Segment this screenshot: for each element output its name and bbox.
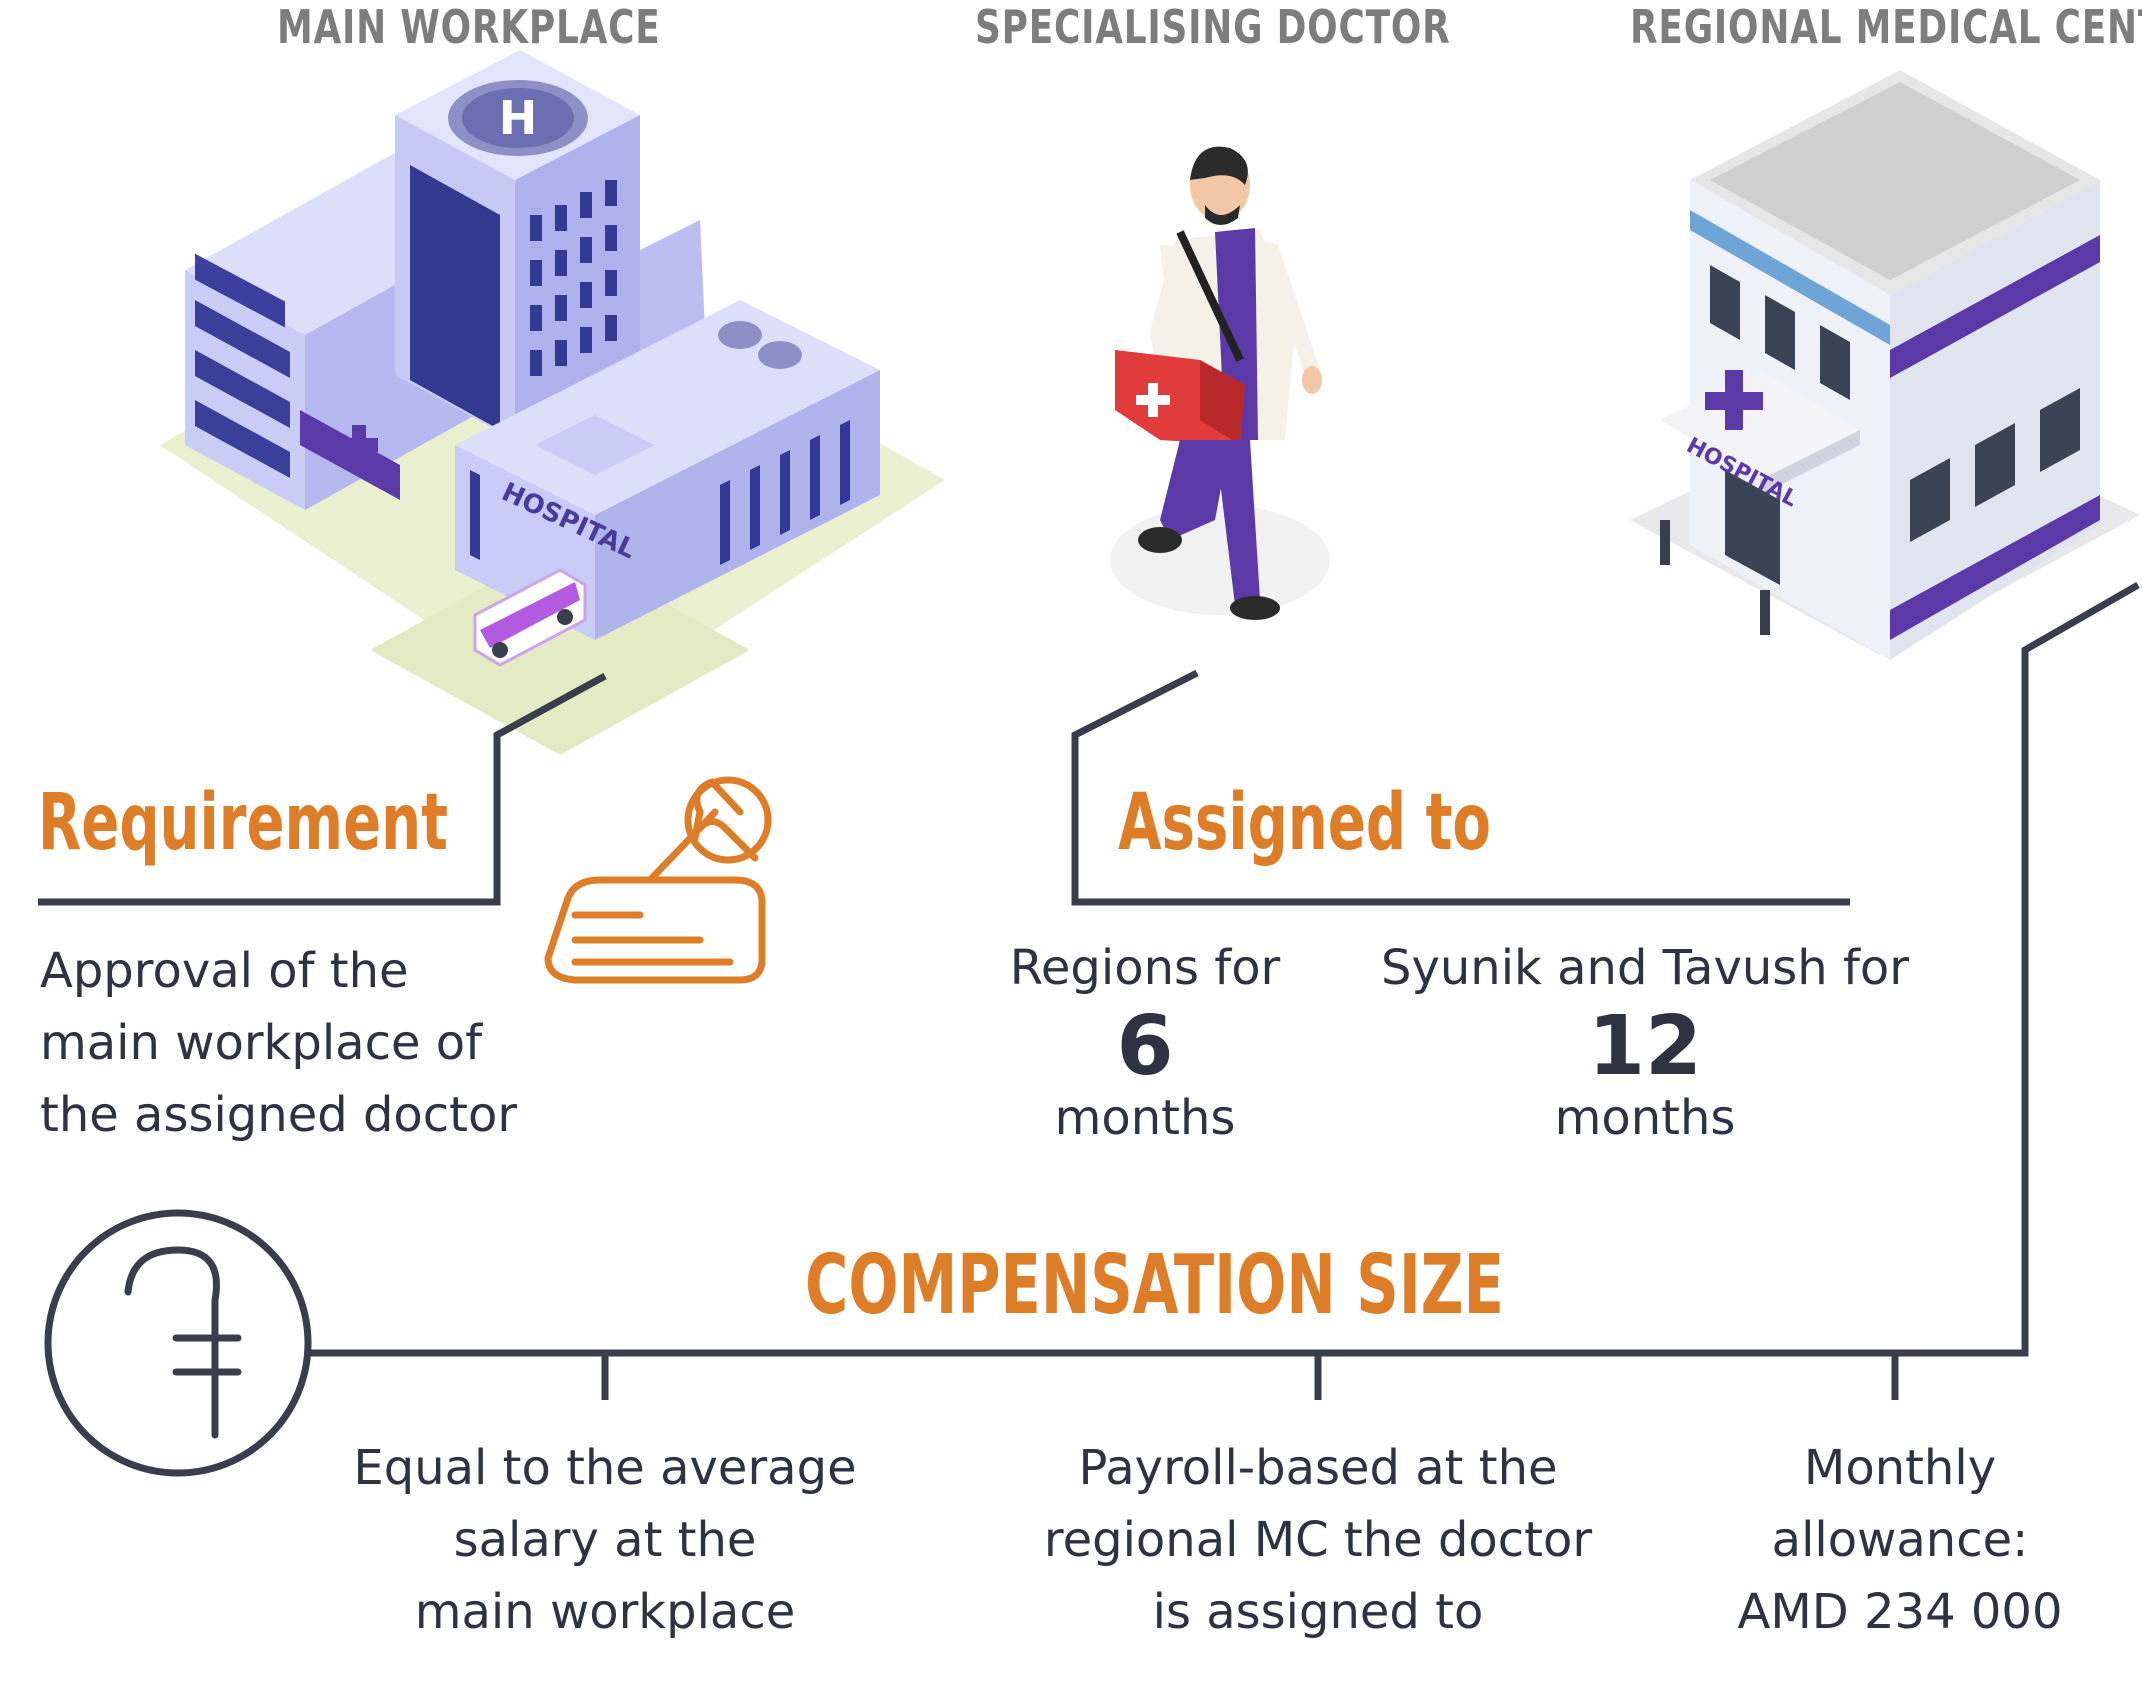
assigned-regions: Regions for 6 months xyxy=(955,932,1335,1154)
compensation-line: Payroll-based at the xyxy=(1078,1440,1558,1496)
compensation-title: COMPENSATION SIZE xyxy=(805,1238,1504,1333)
heading-main-workplace: MAIN WORKPLACE xyxy=(277,0,661,54)
main-workplace-illustration: H HOSPITAL xyxy=(160,50,945,755)
doctor-illustration xyxy=(1110,146,1330,620)
heading-regional-medical-center: REGIONAL MEDICAL CENTER xyxy=(1630,0,2142,54)
compensation-line: Equal to the average xyxy=(353,1440,857,1496)
compensation-line: is assigned to xyxy=(1152,1584,1484,1640)
stamp-icon xyxy=(544,776,772,984)
svg-text:H: H xyxy=(499,91,538,145)
compensation-item-1: Equal to the average salary at the main … xyxy=(305,1432,905,1648)
assigned-syunik: Syunik and Tavush for 12 months xyxy=(1360,932,1930,1154)
requirement-line: Approval of the xyxy=(40,943,409,999)
regions-unit: months xyxy=(1054,1090,1236,1146)
compensation-item-2: Payroll-based at the regional MC the doc… xyxy=(1003,1432,1633,1648)
compensation-line: main workplace xyxy=(414,1584,796,1640)
heading-specialising-doctor: SPECIALISING DOCTOR xyxy=(975,0,1451,54)
requirement-line: the assigned doctor xyxy=(40,1087,518,1143)
connector-lines xyxy=(38,581,2140,1400)
compensation-line: regional MC the doctor xyxy=(1043,1512,1593,1568)
requirement-line: main workplace of xyxy=(40,1015,483,1071)
requirement-description: Approval of the main workplace of the as… xyxy=(40,935,560,1151)
syunik-unit: months xyxy=(1554,1090,1736,1146)
assigned-title: Assigned to xyxy=(1118,778,1492,868)
compensation-line: salary at the xyxy=(453,1512,757,1568)
assigned-connector xyxy=(1071,669,1850,906)
syunik-number: 12 xyxy=(1587,999,1703,1094)
regions-prefix: Regions for xyxy=(1009,940,1281,996)
compensation-connector xyxy=(310,581,2140,1357)
compensation-item-3: Monthly allowance: AMD 234 000 xyxy=(1690,1432,2110,1648)
requirement-title: Requirement xyxy=(38,778,448,868)
syunik-prefix: Syunik and Tavush for xyxy=(1381,940,1909,996)
dram-icon xyxy=(44,1209,312,1477)
requirement-connector xyxy=(38,672,607,906)
regional-center-illustration: HOSPITAL xyxy=(1630,70,2140,660)
compensation-line: allowance: xyxy=(1771,1512,2029,1568)
compensation-line: Monthly xyxy=(1803,1440,1997,1496)
compensation-line: AMD 234 000 xyxy=(1737,1584,2063,1640)
regions-number: 6 xyxy=(1116,999,1174,1094)
